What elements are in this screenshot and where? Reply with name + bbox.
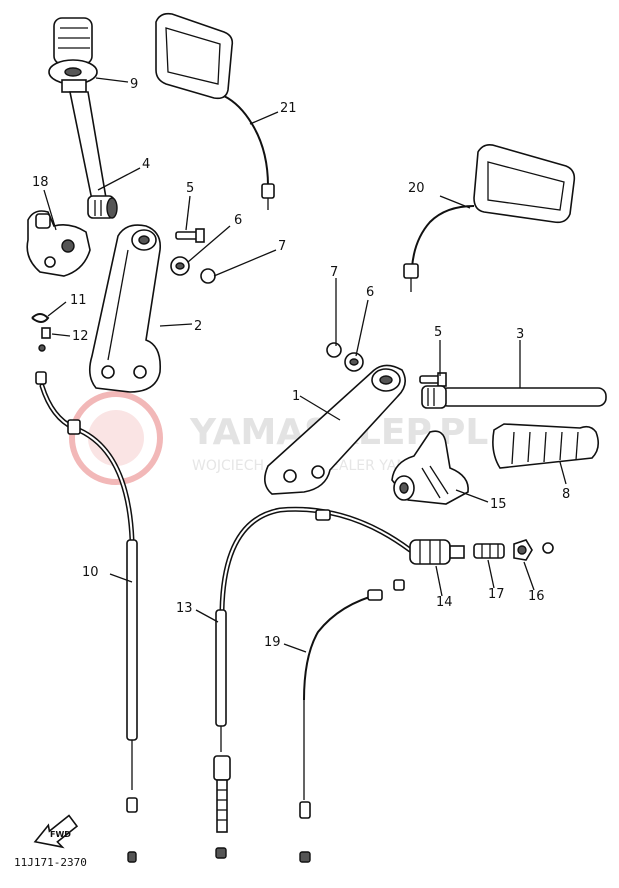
cable-adjuster-parts — [409, 539, 554, 565]
fwd-arrow: FWD — [33, 814, 79, 849]
clip-and-screw — [31, 313, 51, 352]
callout-15: 15 — [490, 497, 507, 512]
callout-7-right: 7 — [330, 265, 338, 280]
clutch-cable — [213, 506, 413, 859]
callout-11: 11 — [70, 293, 87, 308]
callout-13: 13 — [176, 601, 193, 616]
watermark-logo — [69, 391, 163, 485]
bolt-washer-cap-right — [326, 342, 447, 387]
callout-17: 17 — [488, 587, 505, 602]
left-mirror — [155, 12, 275, 210]
callouts: 1 2 3 4 5 5 6 6 7 7 8 9 10 11 12 13 14 1… — [32, 77, 570, 650]
right-handlebar-holder — [264, 364, 406, 495]
callout-19: 19 — [264, 635, 281, 650]
right-mirror — [403, 144, 576, 292]
fwd-label: FWD — [50, 830, 71, 839]
callout-1: 1 — [292, 389, 300, 404]
callout-14: 14 — [436, 595, 453, 610]
throttle-housing — [391, 430, 469, 505]
callout-4: 4 — [142, 157, 150, 172]
left-handlebar — [69, 91, 118, 219]
callout-8: 8 — [562, 487, 570, 502]
callout-16: 16 — [528, 589, 545, 604]
callout-7-left: 7 — [278, 239, 286, 254]
leader-lines — [43, 77, 567, 653]
callout-3: 3 — [516, 327, 524, 342]
clutch-lever-holder — [26, 210, 91, 277]
callout-6-right: 6 — [366, 285, 374, 300]
callout-10: 10 — [82, 565, 99, 580]
right-handlebar — [421, 385, 607, 409]
left-handlebar-holder — [88, 224, 162, 393]
bolt-washer-cap-left — [170, 228, 216, 284]
callout-6-left: 6 — [234, 213, 242, 228]
callout-2: 2 — [194, 319, 202, 334]
diagram-code: 11J171-2370 — [14, 856, 87, 869]
small-cable — [299, 579, 405, 863]
callout-12: 12 — [72, 329, 89, 344]
callout-21: 21 — [280, 101, 297, 116]
callout-18: 18 — [32, 175, 49, 190]
callout-9: 9 — [130, 77, 138, 92]
callout-5-right: 5 — [434, 325, 442, 340]
throttle-cable — [35, 371, 138, 863]
callout-5-left: 5 — [186, 181, 194, 196]
watermark-logo-inner — [88, 410, 144, 466]
callout-20: 20 — [408, 181, 425, 196]
right-grip — [492, 423, 600, 469]
left-grip — [48, 17, 98, 93]
